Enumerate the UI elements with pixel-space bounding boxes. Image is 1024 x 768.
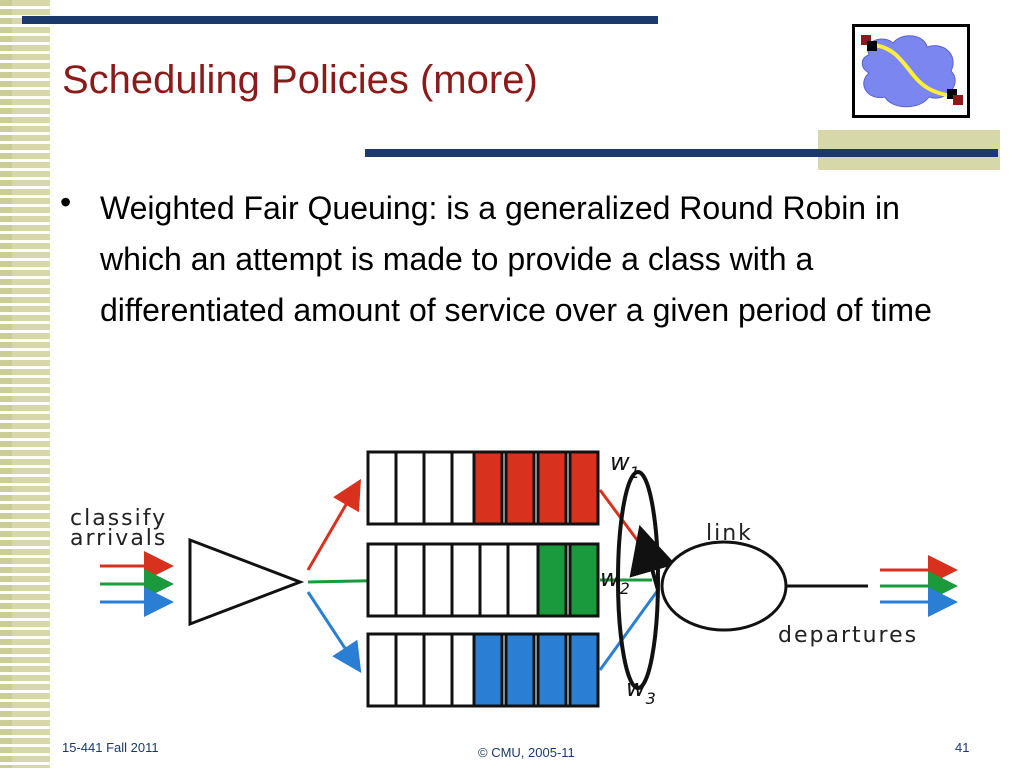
queue-3 <box>366 632 600 708</box>
bullet-text: Weighted Fair Queuing: is a generalized … <box>100 190 932 328</box>
branch-arrow-blue <box>306 591 362 674</box>
departures-label: departures <box>778 623 918 648</box>
title-rule <box>22 16 658 24</box>
link-label: link <box>706 521 753 546</box>
weight-3-label: w3 <box>626 674 656 708</box>
arrivals-label: arrivals <box>70 526 167 551</box>
weight-2-label: w2 <box>600 564 630 598</box>
link-circle <box>660 540 788 632</box>
footer-page-number: 41 <box>955 740 970 755</box>
classifier-triangle <box>188 537 305 627</box>
network-cloud-logo-icon <box>852 24 970 118</box>
queue-3-output <box>598 589 660 671</box>
slide-title: Scheduling Policies (more) <box>62 58 538 102</box>
wfq-diagram: classify arrivals <box>70 448 958 708</box>
decorative-stripes <box>0 0 50 768</box>
bullet-marker: • <box>60 184 72 220</box>
queue-2 <box>366 542 600 618</box>
round-robin-arrow <box>629 524 676 591</box>
footer-course: 15-441 Fall 2011 <box>62 740 159 755</box>
classify-label: classify <box>70 506 167 531</box>
weight-1-label: w1 <box>610 448 640 482</box>
divider-rule <box>365 149 998 157</box>
round-robin-scheduler <box>616 470 660 690</box>
footer-copyright: © CMU, 2005-11 <box>478 745 575 760</box>
branch-arrow-red <box>306 478 362 571</box>
queue-1 <box>366 450 600 526</box>
